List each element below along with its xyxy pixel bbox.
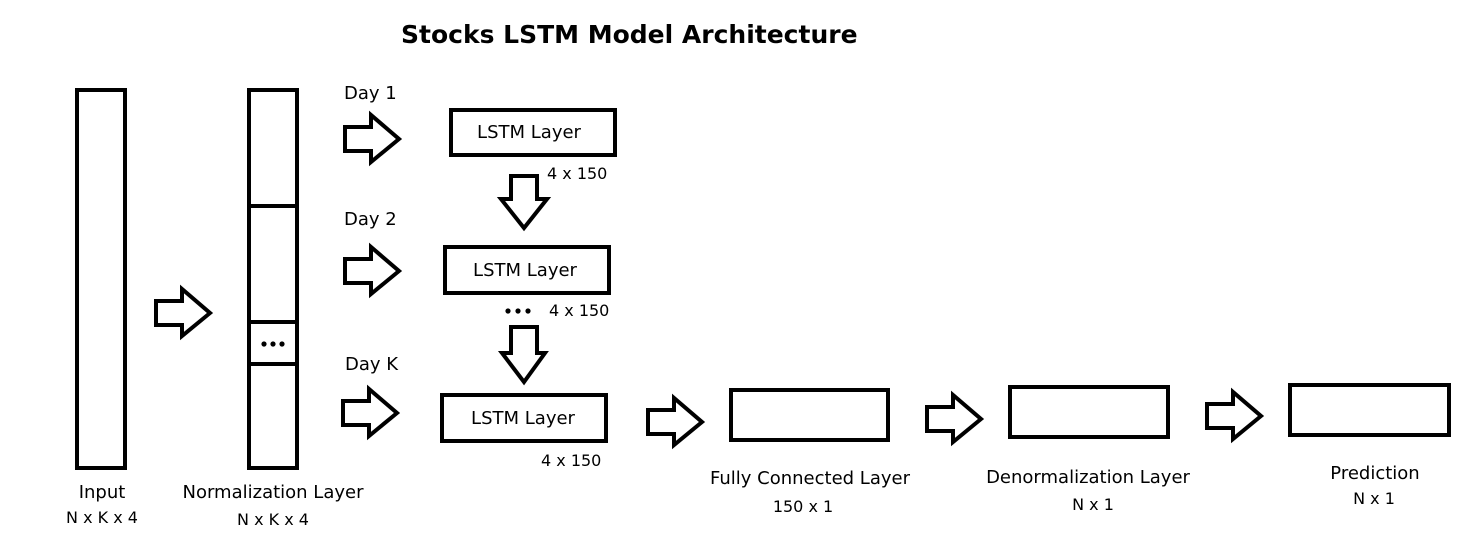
down-arrow-icon [497, 325, 549, 386]
right-arrow-icon [1205, 387, 1265, 444]
right-arrow-icon [341, 384, 401, 441]
input-block [75, 88, 127, 470]
normalization-dims: N x K x 4 [237, 510, 309, 529]
down-arrow-icon [496, 174, 552, 232]
right-arrow-icon [646, 393, 706, 450]
lstm-layer-dims-2: 4 x 150 [549, 301, 610, 320]
normalization-block [247, 88, 299, 470]
diagram-title: Stocks LSTM Model Architecture [401, 20, 858, 49]
lstm-layer-dims-3: 4 x 150 [541, 451, 602, 470]
right-arrow-icon [343, 242, 403, 299]
lstm-layer-box-1 [449, 108, 617, 157]
normalization-label: Normalization Layer [182, 482, 364, 503]
fully-connected-label: Fully Connected Layer [710, 468, 910, 489]
day-label-k: Day K [345, 354, 399, 375]
prediction-label: Prediction [1330, 463, 1420, 484]
fully-connected-dims: 150 x 1 [772, 497, 834, 516]
input-label: Input [78, 482, 126, 503]
lstm-layer-label-1: LSTM Layer [477, 122, 581, 143]
lstm-layer-label-3: LSTM Layer [471, 408, 575, 429]
input-dims: N x K x 4 [66, 508, 138, 527]
lstm-layer-label-2: LSTM Layer [473, 260, 577, 281]
right-arrow-icon [154, 284, 214, 341]
right-arrow-icon [925, 390, 985, 447]
day-label-1: Day 1 [344, 83, 397, 104]
denormalization-label: Denormalization Layer [986, 467, 1190, 488]
right-arrow-icon [343, 110, 403, 167]
day-label-2: Day 2 [344, 209, 397, 230]
prediction-box [1288, 383, 1451, 437]
lstm-ellipsis [505, 308, 531, 314]
fully-connected-box [729, 388, 890, 442]
lstm-layer-box-2 [443, 245, 611, 295]
lstm-layer-box-3 [440, 393, 608, 443]
lstm-layer-dims-1: 4 x 150 [547, 164, 608, 183]
denormalization-dims: N x 1 [1072, 495, 1114, 514]
prediction-dims: N x 1 [1353, 489, 1395, 508]
denormalization-box [1008, 385, 1170, 439]
normalization-ellipsis [261, 341, 285, 347]
